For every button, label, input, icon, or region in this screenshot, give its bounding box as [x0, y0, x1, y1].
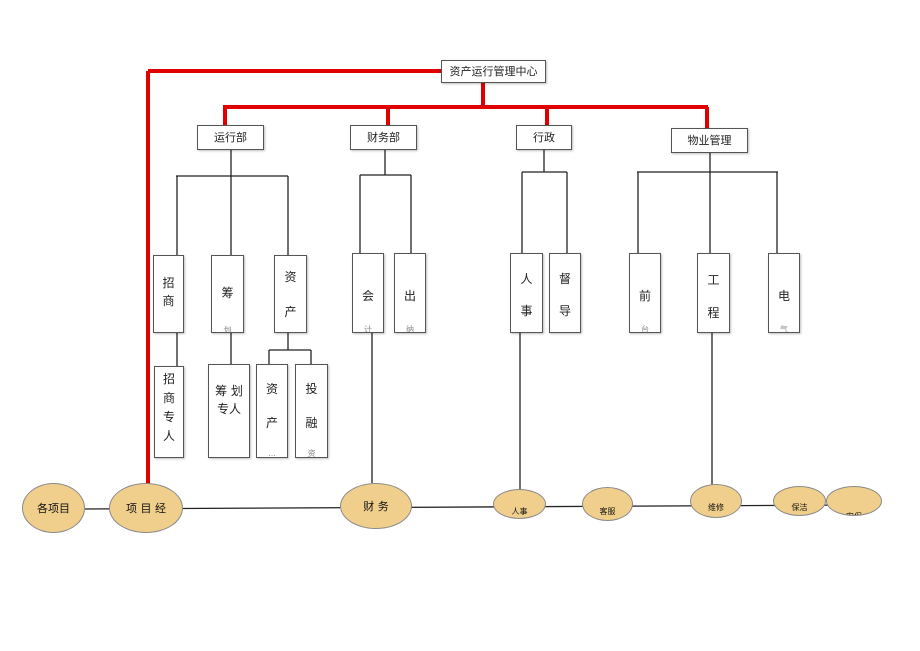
- subrole-char: 人: [162, 429, 175, 443]
- role-char: 资: [284, 270, 297, 284]
- bottom-bus-line: [84, 504, 859, 510]
- role-char: 导: [558, 304, 571, 318]
- role-char: 会: [361, 289, 374, 303]
- bottom-node-hr: 人事: [493, 489, 546, 519]
- department-box-caiwu: 财务部: [350, 125, 417, 150]
- role-box-chouhua: 筹 划: [211, 255, 244, 333]
- role-box-zichan: 资 产: [274, 255, 307, 333]
- role-box-zhaoshang: 招 商: [153, 255, 184, 333]
- bottom-node-finance: 财 务: [340, 483, 412, 529]
- role-char-cut: 划: [223, 326, 232, 333]
- department-label: 财务部: [367, 131, 400, 144]
- bottom-node-security: 安保: [826, 486, 882, 516]
- role-char-cut: 台: [641, 325, 649, 333]
- department-box-wuye: 物业管理: [671, 128, 748, 153]
- bottom-node-label: 各项目: [37, 502, 70, 515]
- subrole-line: 专人: [216, 402, 241, 416]
- role-box-chuna: 出 纳: [394, 253, 426, 333]
- role-box-kuaiji: 会 计: [352, 253, 384, 333]
- bottom-node-label: 保洁: [791, 502, 808, 512]
- role-char: 商: [162, 294, 175, 308]
- subrole-char: 资: [265, 382, 278, 396]
- role-char: 产: [284, 305, 297, 319]
- subrole-char: 融: [305, 416, 318, 430]
- bottom-node-cleaning: 保洁: [773, 486, 826, 516]
- department-label: 运行部: [214, 131, 247, 144]
- role-box-dudao: 督 导: [549, 253, 581, 333]
- role-box-renshi: 人 事: [510, 253, 543, 333]
- management-center-box: 资产运行管理中心: [441, 60, 546, 83]
- subrole-line: 筹 划: [215, 384, 243, 398]
- department-box-yunxing: 运行部: [197, 125, 264, 150]
- subrole-box-zichan: 资 产 ...: [256, 364, 288, 458]
- bottom-node-label: 客服: [599, 506, 616, 516]
- bottom-node-label: 维修: [708, 502, 724, 512]
- role-char-cut: 计: [364, 325, 372, 333]
- role-char: 筹: [221, 286, 234, 300]
- bottom-node-project-manager: 项 目 经: [109, 483, 183, 533]
- black-connectors: [84, 150, 859, 510]
- role-char: 出: [403, 289, 416, 303]
- bottom-node-label: 人事: [511, 506, 528, 516]
- role-char: 程: [707, 306, 720, 320]
- role-box-diangong: 电 气: [768, 253, 800, 333]
- red-connectors: [146, 69, 709, 485]
- role-char: 事: [520, 304, 533, 318]
- subrole-char: 商: [162, 391, 175, 405]
- subrole-box-chouhua-staff: 筹 划 专人: [208, 364, 250, 458]
- role-box-qiantai: 前 台: [629, 253, 661, 333]
- subrole-char: 招: [162, 372, 175, 386]
- subrole-char-cut: ...: [268, 449, 276, 458]
- role-box-gongcheng: 工 程: [697, 253, 730, 333]
- bottom-node-label: 安保: [846, 511, 862, 516]
- subrole-box-rongzi: 投 融 资: [295, 364, 328, 458]
- bottom-node-label: 项 目 经: [126, 502, 166, 515]
- subrole-char: 专: [162, 410, 175, 424]
- role-char: 督: [558, 272, 571, 286]
- role-char: 招: [162, 276, 175, 290]
- role-char: 工: [707, 273, 720, 287]
- subrole-box-zhaoshang-staff: 招 商 专 人: [154, 366, 184, 458]
- bottom-node-label: 财 务: [363, 500, 389, 513]
- role-char-cut: 纳: [406, 325, 414, 333]
- role-char-cut: 气: [780, 325, 788, 333]
- role-char: 人: [520, 272, 533, 286]
- bottom-node-maintenance: 维修: [690, 484, 742, 518]
- subrole-char: 产: [265, 416, 278, 430]
- role-char: 电: [777, 289, 790, 303]
- management-center-label: 资产运行管理中心: [449, 65, 538, 78]
- subrole-char-cut: 资: [307, 449, 316, 458]
- role-char: 前: [638, 289, 651, 303]
- bottom-node-projects: 各项目: [22, 483, 85, 533]
- bottom-node-customer-service: 客服: [582, 487, 633, 521]
- subrole-char: 投: [305, 382, 318, 396]
- department-label: 物业管理: [687, 134, 732, 147]
- department-label: 行政: [533, 131, 555, 144]
- department-box-xingzheng: 行政: [516, 125, 572, 150]
